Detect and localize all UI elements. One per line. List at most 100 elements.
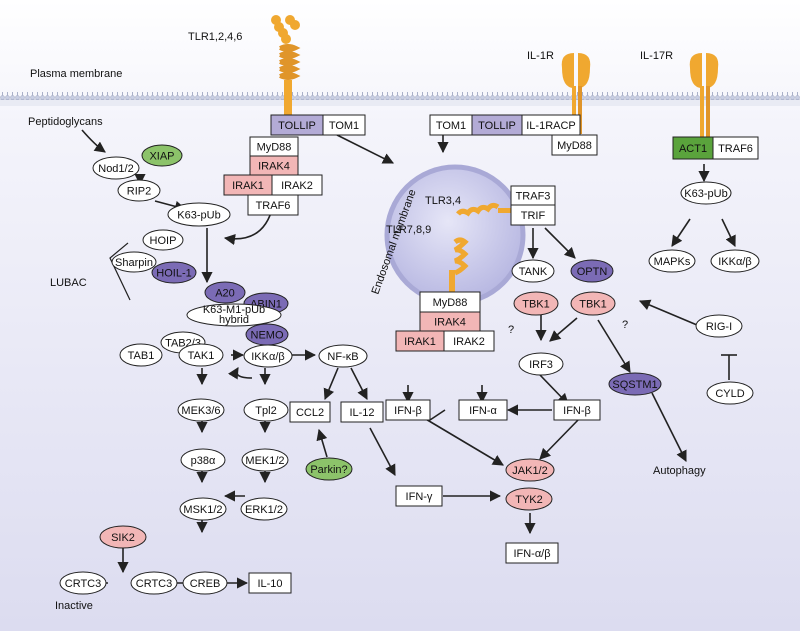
node-optn: OPTN [570,259,614,283]
il1r-receptor [561,53,591,134]
tlr1246-receptor [271,15,301,120]
node-label: JAK1/2 [512,465,547,477]
node-trif: TRIF [510,204,556,226]
node-irak4-a: IRAK4 [249,155,299,176]
node-a20: A20 [204,281,246,304]
node-label: CRTC3 [65,578,101,590]
node-tpl2: Tpl2 [243,398,289,422]
node-label: HOIL-1 [156,268,191,280]
node-label: TRAF6 [718,143,753,155]
node-xiap: XIAP [141,144,183,167]
node-sharpin: Sharpin [111,251,157,273]
node-label: TOM1 [436,120,466,132]
node-label: Tpl2 [255,405,276,417]
node-irf3: IRF3 [518,352,564,376]
node-sqstm1: SQSTM1 [608,372,662,396]
node-label: TBK1 [579,299,607,311]
question-mark-1: ? [508,324,514,336]
node-traf6-a: TRAF6 [247,194,299,216]
node-ifnab: IFN-α/β [505,542,559,564]
node-nfkb: NF-κB [318,344,368,368]
node-label: ACT1 [679,143,707,155]
node-label: IRAK1 [404,336,436,348]
tlr789-label: TLR7,8,9 [386,224,431,236]
node-label: IFN-β [563,405,591,417]
il17r-label: IL-17R [640,50,673,62]
node-label: RIG-I [706,321,732,333]
tlr1246-label: TLR1,2,4,6 [188,31,242,43]
node-rigi: RIG-I [695,314,743,338]
il17r-receptor [689,53,719,138]
node-myd88-il1: MyD88 [551,134,598,156]
node-irak2-b: IRAK2 [443,330,495,352]
node-label: TOLLIP [278,120,316,132]
node-label: HOIP [150,235,177,247]
node-ikkab: IKKα/β [243,344,293,368]
node-mek12: MEK1/2 [241,448,289,472]
node-label: IRAK1 [232,180,264,192]
node-tom1a: TOM1 [322,114,366,136]
node-irak4-b: IRAK4 [419,311,481,332]
tlr34-label: TLR3,4 [425,195,461,207]
node-tab1: TAB1 [119,343,163,367]
node-tollip2: TOLLIP [471,114,523,136]
node-label: TAK1 [188,350,215,362]
node-nod12: Nod1/2 [92,156,140,180]
node-ifna: IFN-α [458,399,508,421]
hybrid-label: hybrid [219,314,249,326]
node-label: K63-pUb [684,188,727,200]
node-label: IKKα/β [251,351,284,363]
node-label: TOLLIP [478,120,516,132]
node-label: ERK1/2 [245,504,283,516]
node-k63pub: K63-pUb [167,202,231,227]
node-tbk1-a: TBK1 [513,291,559,316]
node-label: IFN-α [469,405,497,417]
tlr789-tail [449,270,455,292]
node-label: TYK2 [515,494,543,506]
node-hoil1: HOIL-1 [151,261,197,284]
node-label: TANK [519,266,548,278]
node-label: IKKα/β [718,256,751,268]
node-label: Nod1/2 [98,163,133,175]
lubac-bracket [109,242,131,301]
node-mapks: MAPKs [648,249,696,273]
node-sik2: SIK2 [99,525,147,549]
node-hoip: HOIP [142,229,184,251]
tlr34-coil [456,202,500,217]
node-label: IRF3 [529,359,553,371]
node-act1: ACT1 [672,136,714,160]
node-irak2-a: IRAK2 [271,174,323,196]
node-il10: IL-10 [248,572,292,594]
node-myd88-a: MyD88 [249,136,299,157]
node-label: SQSTM1 [612,379,657,391]
node-label: TOM1 [329,120,359,132]
node-label: SIK2 [111,532,135,544]
node-cyld: CYLD [706,381,754,405]
node-label: IFN-α/β [513,548,550,560]
peptidoglycans-label: Peptidoglycans [28,116,103,128]
plasma-membrane-label: Plasma membrane [30,68,122,80]
node-myd88-b: MyD88 [419,291,481,313]
node-label: IL-12 [349,407,374,419]
node-parkin: Parkin? [305,457,353,481]
question-mark-2: ? [622,319,628,331]
node-label: Sharpin [115,257,153,269]
node-creb: CREB [182,571,228,595]
plasma-membrane [0,92,800,106]
node-label: IFN-β [394,405,422,417]
node-label: MyD88 [433,297,468,309]
node-tbk1-b: TBK1 [570,291,616,316]
node-label: IL-10 [257,578,282,590]
node-ifng: IFN-γ [395,485,443,507]
node-il1racp: IL-1RACP [521,114,581,136]
node-crtc3-b: CRTC3 [130,571,178,595]
node-irak1-a: IRAK1 [223,174,273,196]
node-tak1: TAK1 [178,343,224,367]
node-ifnb-b: IFN-β [553,399,601,421]
node-traf3: TRAF3 [510,185,556,206]
node-label: TRIF [521,210,546,222]
